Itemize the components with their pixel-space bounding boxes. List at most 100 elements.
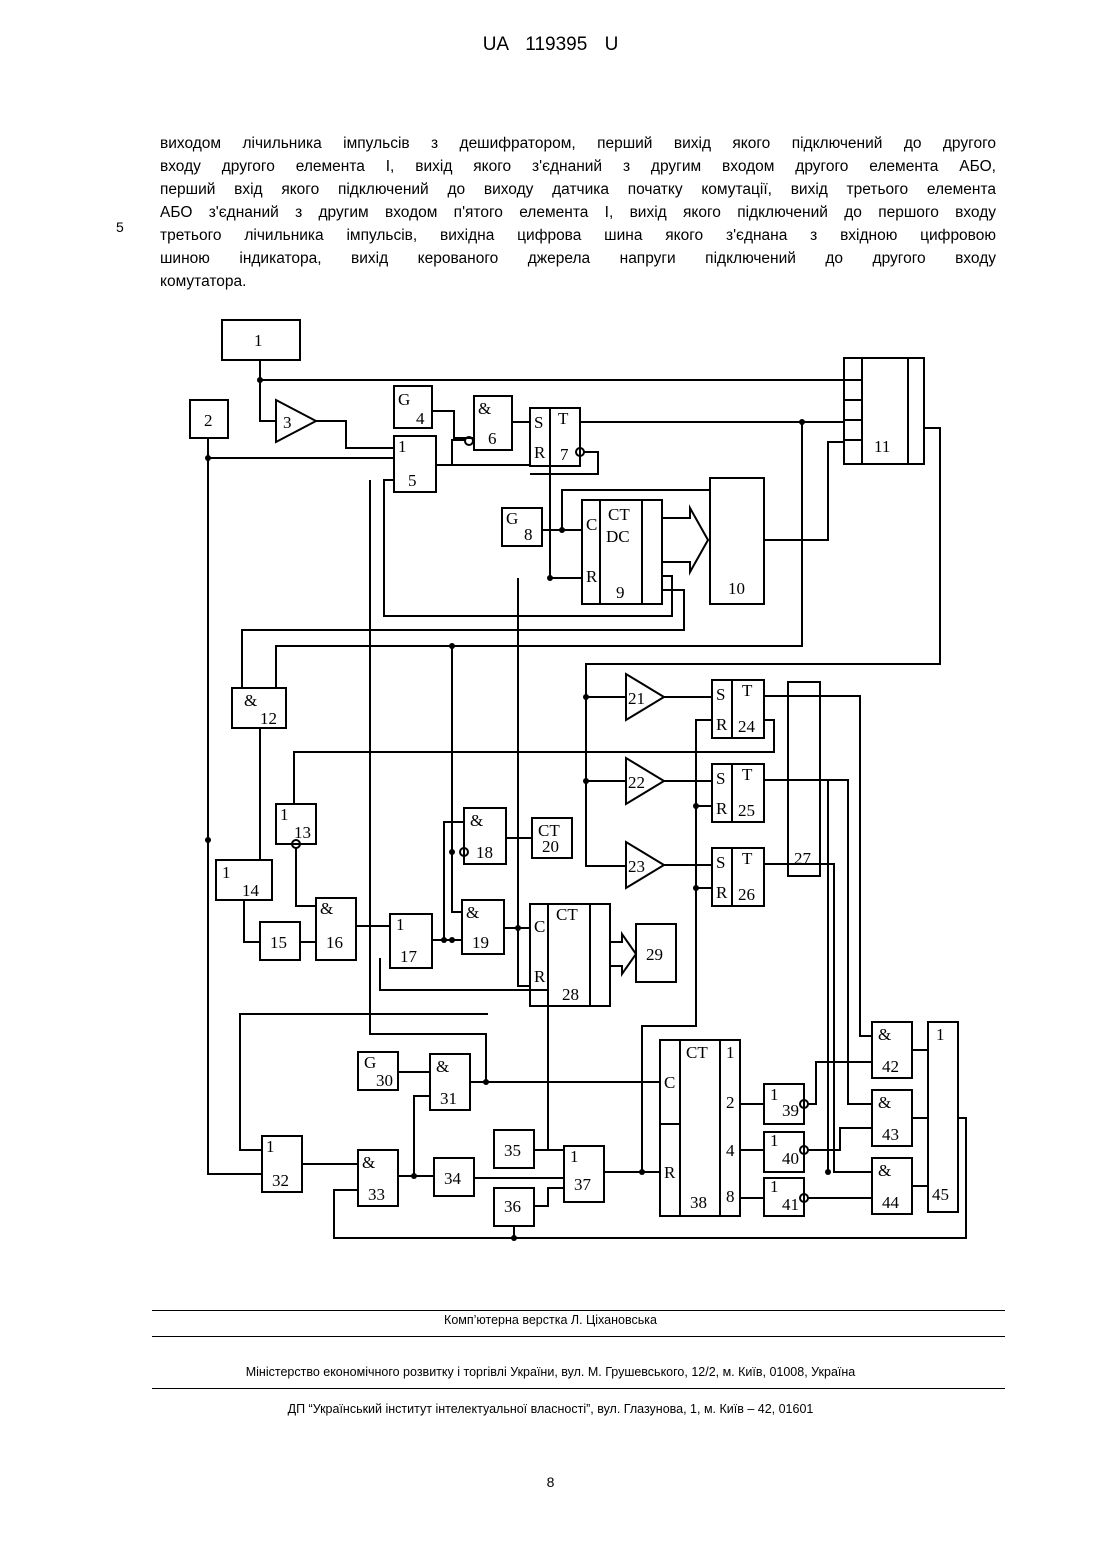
label-24-t: T — [742, 681, 753, 700]
label-33-and: & — [362, 1153, 375, 1172]
label-37-or: 1 — [570, 1147, 579, 1166]
label-39-or: 1 — [770, 1085, 779, 1104]
label-5-or: 1 — [398, 437, 407, 456]
footer-ministry: Міністерство економічного розвитку і тор… — [0, 1365, 1101, 1379]
label-33: 33 — [368, 1185, 385, 1204]
label-1: 1 — [254, 331, 263, 350]
label-38-out8: 8 — [726, 1187, 735, 1206]
label-38-out4: 4 — [726, 1141, 735, 1160]
label-26-r: R — [716, 883, 728, 902]
label-25-s: S — [716, 769, 725, 788]
label-29: 29 — [646, 945, 663, 964]
label-7-r: R — [534, 443, 546, 462]
label-30-g: G — [364, 1053, 376, 1072]
label-41: 41 — [782, 1195, 799, 1214]
label-3: 3 — [283, 413, 292, 432]
label-27: 27 — [794, 849, 812, 868]
label-16-and: & — [320, 899, 333, 918]
label-17: 17 — [400, 947, 418, 966]
bus-arrow-28-29 — [610, 934, 636, 974]
label-26-s: S — [716, 853, 725, 872]
label-37: 37 — [574, 1175, 592, 1194]
label-14: 14 — [242, 881, 260, 900]
footer-layout-credit: Комп’ютерна верстка Л. Ціхановська — [0, 1313, 1101, 1327]
label-6: 6 — [488, 429, 497, 448]
label-36: 36 — [504, 1197, 521, 1216]
bus-arrow-9-10 — [662, 508, 708, 572]
label-6-and: & — [478, 399, 491, 418]
label-22: 22 — [628, 773, 645, 792]
label-19-and: & — [466, 903, 479, 922]
label-32-or: 1 — [266, 1137, 275, 1156]
label-9-ct: CT — [608, 505, 630, 524]
label-39: 39 — [782, 1101, 799, 1120]
footer-rule-top — [152, 1310, 1005, 1311]
label-43: 43 — [882, 1125, 899, 1144]
label-9: 9 — [616, 583, 625, 602]
label-38-r: R — [664, 1163, 676, 1182]
label-43-and: & — [878, 1093, 891, 1112]
label-31-and: & — [436, 1057, 449, 1076]
amplifier-3 — [276, 400, 316, 442]
label-15: 15 — [270, 933, 287, 952]
label-28-c: C — [534, 917, 545, 936]
label-7-s: S — [534, 413, 543, 432]
label-28-r: R — [534, 967, 546, 986]
label-44-and: & — [878, 1161, 891, 1180]
label-32: 32 — [272, 1171, 289, 1190]
label-8-g: G — [506, 509, 518, 528]
label-34: 34 — [444, 1169, 462, 1188]
label-10: 10 — [728, 579, 745, 598]
label-30: 30 — [376, 1071, 393, 1090]
footer-rule-middle — [152, 1336, 1005, 1337]
label-45-or: 1 — [936, 1025, 945, 1044]
label-25-t: T — [742, 765, 753, 784]
label-41-or: 1 — [770, 1177, 779, 1196]
label-24-s: S — [716, 685, 725, 704]
label-13-or: 1 — [280, 805, 289, 824]
label-7: 7 — [560, 445, 569, 464]
footer-institute: ДП “Український інститут інтелектуальної… — [0, 1402, 1101, 1416]
label-4-g: G — [398, 390, 410, 409]
label-42: 42 — [882, 1057, 899, 1076]
block-12 — [232, 688, 286, 728]
label-5: 5 — [408, 471, 417, 490]
block-45 — [928, 1022, 958, 1212]
label-23: 23 — [628, 857, 645, 876]
page-number: 8 — [0, 1474, 1101, 1490]
label-38-out2: 2 — [726, 1093, 735, 1112]
label-44: 44 — [882, 1193, 900, 1212]
label-9-r: R — [586, 567, 598, 586]
label-12-and: & — [244, 691, 257, 710]
label-38-c: C — [664, 1073, 675, 1092]
label-18: 18 — [476, 843, 493, 862]
label-9-c: C — [586, 515, 597, 534]
label-35: 35 — [504, 1141, 521, 1160]
label-9-dc: DC — [606, 527, 630, 546]
label-45: 45 — [932, 1185, 949, 1204]
label-12: 12 — [260, 709, 277, 728]
label-38-ct: CT — [686, 1043, 708, 1062]
label-16: 16 — [326, 933, 343, 952]
label-18-and: & — [470, 811, 483, 830]
label-21: 21 — [628, 689, 645, 708]
label-24: 24 — [738, 717, 756, 736]
label-26: 26 — [738, 885, 755, 904]
label-28: 28 — [562, 985, 579, 1004]
label-14-or: 1 — [222, 863, 231, 882]
label-17-or: 1 — [396, 915, 405, 934]
label-31: 31 — [440, 1089, 457, 1108]
label-38: 38 — [690, 1193, 707, 1212]
label-25-r: R — [716, 799, 728, 818]
label-4: 4 — [416, 409, 425, 428]
label-2: 2 — [204, 411, 213, 430]
label-40-or: 1 — [770, 1131, 779, 1150]
label-38-out1: 1 — [726, 1043, 735, 1062]
label-8: 8 — [524, 525, 533, 544]
label-28-ct: CT — [556, 905, 578, 924]
label-13: 13 — [294, 823, 311, 842]
label-20: 20 — [542, 837, 559, 856]
label-19: 19 — [472, 933, 489, 952]
label-11: 11 — [874, 437, 890, 456]
label-25: 25 — [738, 801, 755, 820]
